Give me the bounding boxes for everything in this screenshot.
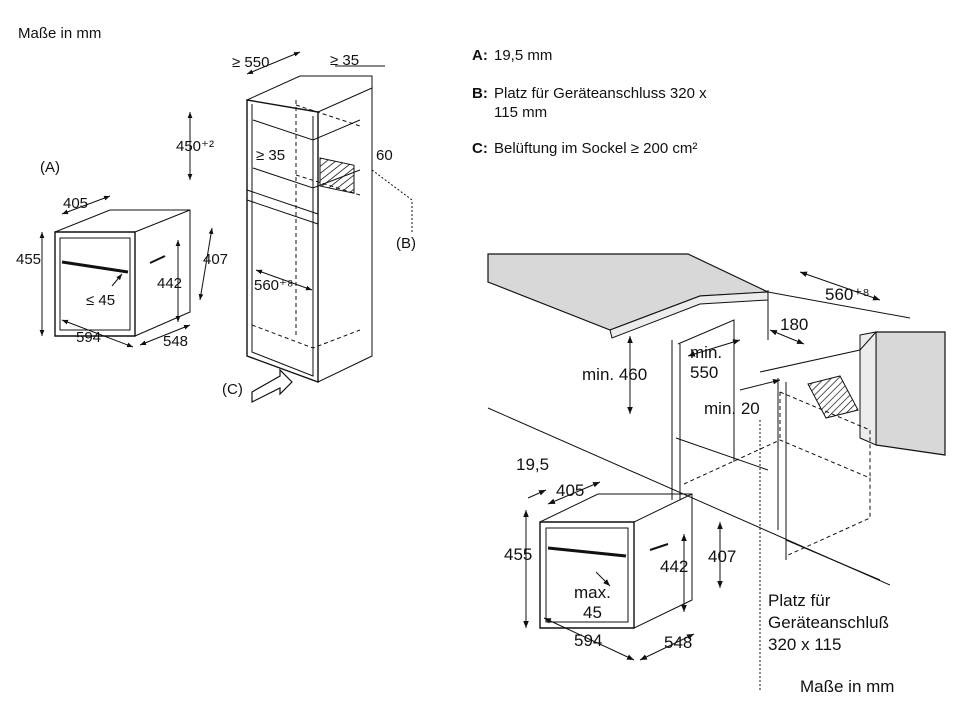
connection-note-line2: Geräteanschluß [768, 613, 889, 632]
callout-c: (C) [222, 381, 243, 398]
legend-text: Platz für Geräteanschluss 320 x [494, 85, 707, 102]
connection-note-line1: Platz für [768, 591, 831, 610]
dim-r-handle-max-value: 45 [583, 603, 602, 622]
dim-cabinet-depth: ≥ 550 [232, 54, 270, 71]
dim-depth: 548 [163, 333, 189, 350]
dim-r-height-inner: 442 [660, 557, 689, 576]
callout-b: (B) [396, 235, 416, 252]
connection-note-line3: 320 x 115 [768, 635, 842, 654]
dim-r-min-depth-value: 550 [690, 363, 719, 382]
dim-handle-gap: ≤ 45 [86, 292, 116, 309]
dim-r-height-body: 407 [708, 547, 737, 566]
dim-r-depth: 548 [664, 633, 693, 652]
dim-height-inner: 442 [157, 275, 183, 292]
dim-r-handle-max: max. [574, 583, 611, 602]
legend-item-a: A: 19,5 mm [472, 46, 552, 65]
dim-r-height-total: 455 [504, 545, 533, 564]
units-footer: Maße in mm [800, 677, 895, 696]
legend-item-c: C: Belüftung im Sockel ≥ 200 cm² [472, 139, 697, 158]
dim-rear-gap: ≥ 35 [330, 52, 360, 69]
dim-depth-front: 405 [63, 195, 89, 212]
dim-r-vent: 180 [780, 315, 809, 334]
dim-vent-depth: 60 [376, 147, 393, 164]
dim-r-width: 594 [574, 631, 603, 650]
dim-r-min-gap: min. 20 [704, 399, 760, 418]
legend-text: 19,5 mm [494, 47, 553, 64]
legend-text: Belüftung im Sockel ≥ 200 cm² [494, 140, 698, 157]
dim-inner-gap: ≥ 35 [256, 147, 286, 164]
dim-r-min-height: min. 460 [582, 365, 648, 384]
dim-height-total: 455 [16, 251, 42, 268]
callout-a: (A) [40, 159, 60, 176]
legend-text-line2: 115 mm [494, 104, 548, 121]
legend-item-b: B: Platz für Geräteanschluss 320 x 115 mm [472, 84, 707, 122]
dim-height-body: 407 [203, 251, 229, 268]
legend-key: C: [472, 140, 488, 157]
dim-r-front-offset: 19,5 [516, 455, 550, 474]
dim-r-depth-front: 405 [556, 481, 585, 500]
legend-key: B: [472, 85, 488, 102]
dim-r-min-depth: min. [690, 343, 723, 362]
dim-r-niche-width: 560⁺⁸ [825, 285, 870, 304]
legend-key: A: [472, 47, 488, 64]
dim-width: 594 [76, 329, 102, 346]
dim-niche-height: 450⁺² [176, 138, 214, 155]
units-header: Maße in mm [18, 25, 102, 42]
dim-niche-width: 560⁺⁸ [254, 277, 294, 294]
